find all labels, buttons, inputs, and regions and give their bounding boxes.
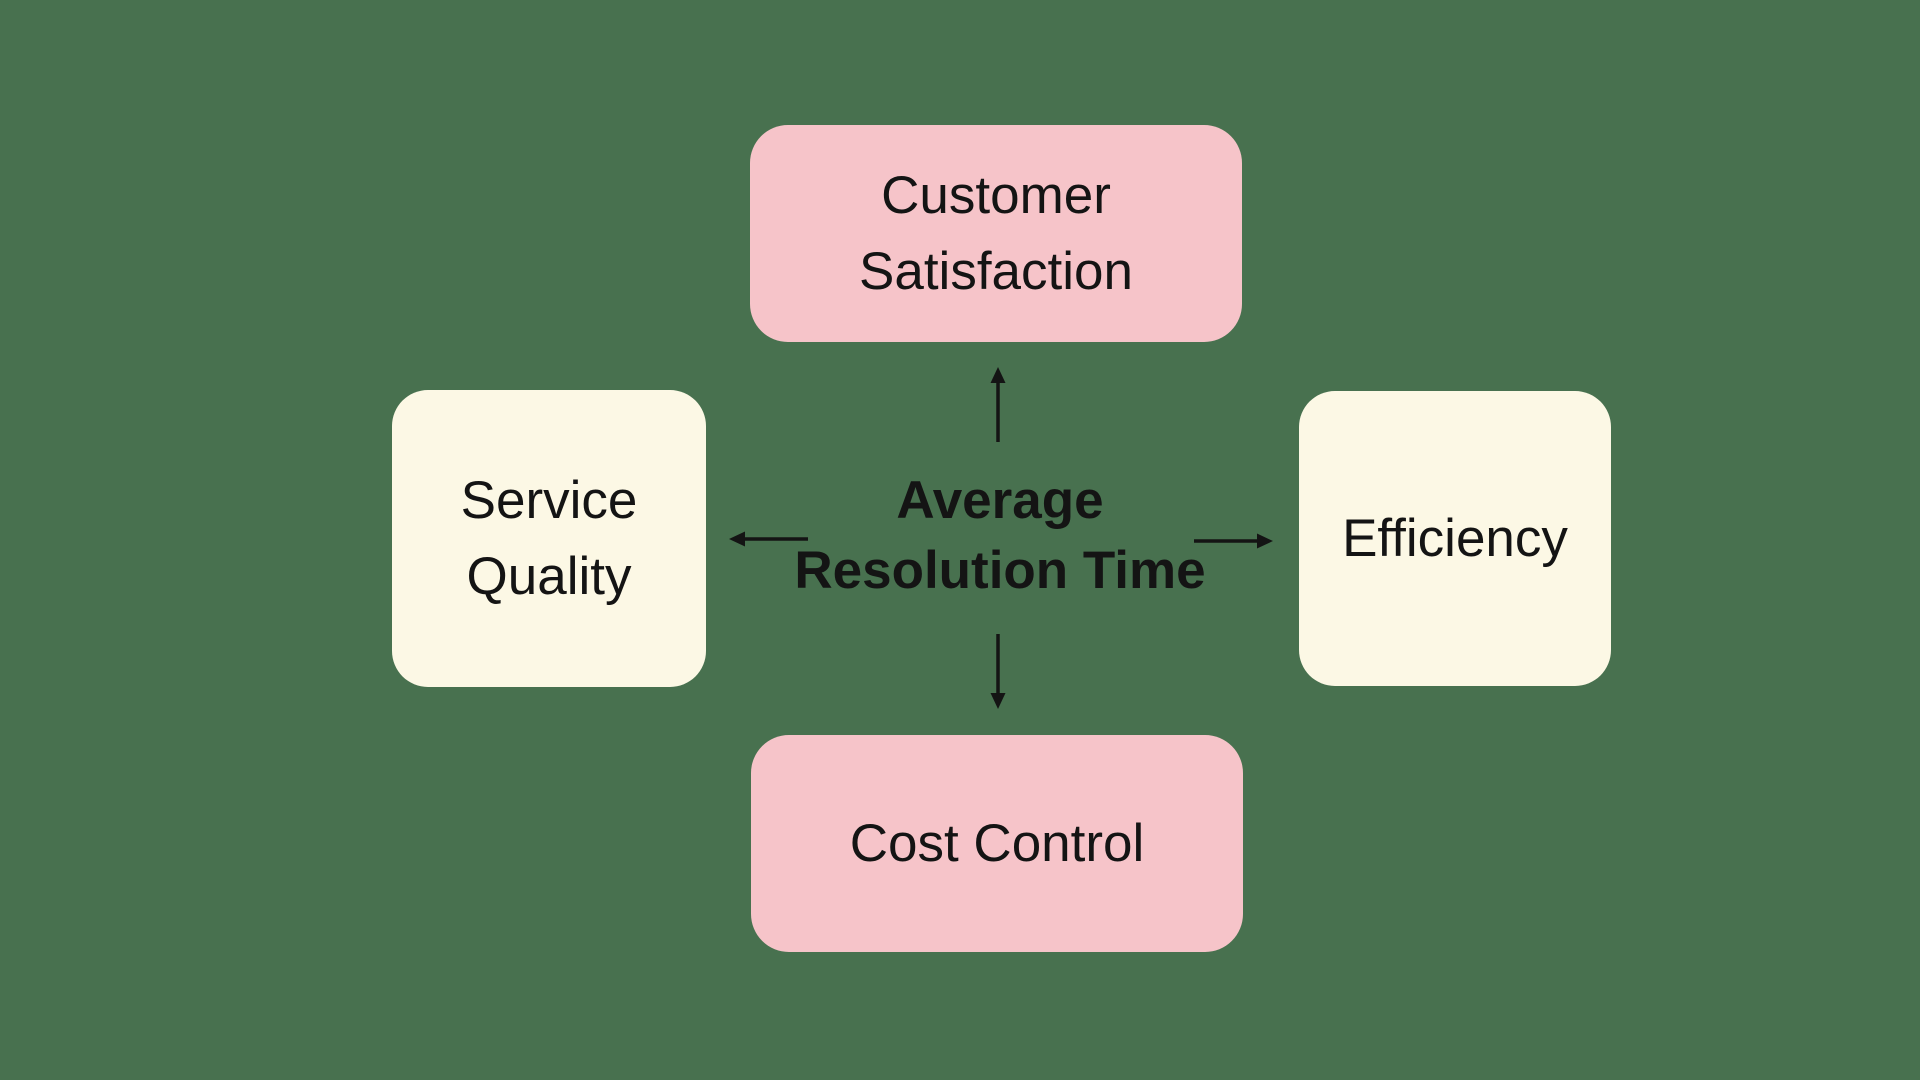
node-cost-control: Cost Control — [751, 735, 1243, 952]
center-metric-line-2: Resolution Time — [794, 541, 1206, 600]
arrow-left-icon — [729, 531, 808, 547]
node-cost-control-label: Cost Control — [849, 813, 1145, 873]
node-efficiency-label: Efficiency — [1342, 508, 1568, 568]
arrow-up-icon — [990, 367, 1006, 442]
node-service-quality: Service Quality — [392, 390, 706, 687]
arrow-right-icon — [1194, 533, 1273, 549]
center-metric-line-1: Average — [896, 471, 1104, 530]
arrow-down-icon — [990, 634, 1006, 709]
node-customer-satisfaction: Customer Satisfaction — [750, 125, 1242, 342]
node-efficiency: Efficiency — [1299, 391, 1611, 686]
center-metric-label: Average Resolution Time — [748, 466, 1252, 606]
node-customer-satisfaction-label: Customer Satisfaction — [859, 166, 1133, 301]
node-service-quality-label: Service Quality — [460, 471, 638, 606]
